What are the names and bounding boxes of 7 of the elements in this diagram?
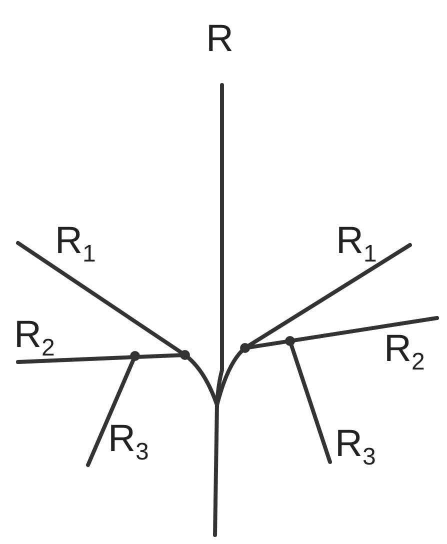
branch-label: R$_{3}$ <box>108 420 149 465</box>
branch-label: R$_{3}$ <box>335 425 376 470</box>
branch-label: R$_{1}$ <box>336 222 377 267</box>
branch-label: R <box>206 20 234 58</box>
branch-label: R$_{1}$ <box>55 222 96 267</box>
branch-label: R$_{2}$ <box>14 316 55 361</box>
branch-label: R$_{2}$ <box>384 330 425 375</box>
